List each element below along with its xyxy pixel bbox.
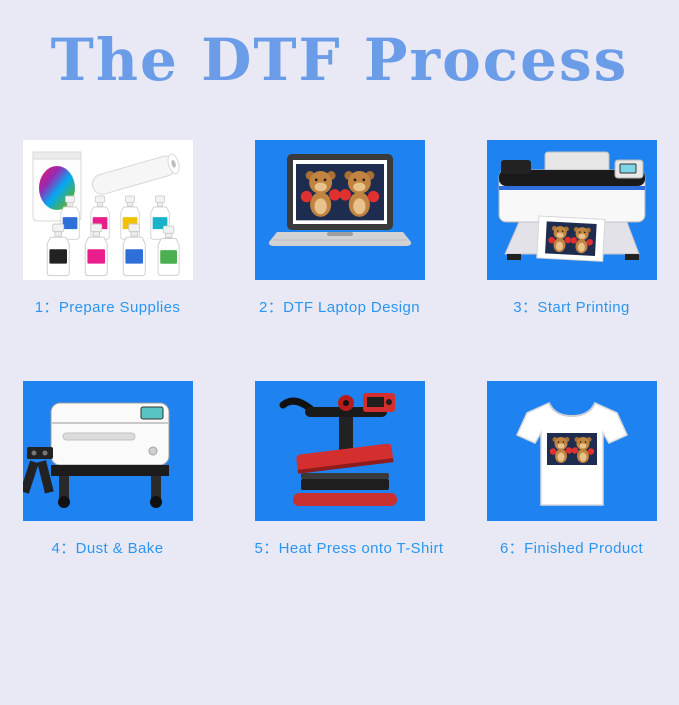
step-1: 1：Prepare Supplies [22,140,193,317]
step-3-caption: 3：Start Printing [513,299,630,316]
step-1-caption: 1：Prepare Supplies [34,299,181,316]
step-3: 3：Start Printing [486,140,657,317]
step-4: 4：Dust & Bake [22,381,193,558]
step-1-tile [22,140,193,280]
step-2: 2：DTF Laptop Design [254,140,425,317]
step-4-caption: 4：Dust & Bake [51,540,164,557]
step-3-tile [486,140,657,280]
step-4-tile [22,381,193,521]
step-6-tile [486,381,657,521]
laptop-design-icon [268,154,411,246]
dtf-printer-icon [498,151,645,262]
step-2-tile [254,140,425,280]
step-5-caption: 5：Heat Press onto T-Shirt [254,540,444,557]
process-grid: 1：Prepare Supplies 2：DTF Laptop Design [0,140,679,558]
powder-shaker-oven-icon [22,402,169,508]
step-5-tile [254,381,425,521]
printed-tshirt-icon [515,402,628,506]
dtf-supplies-icon [32,151,180,277]
page-title: The DTF Process [50,26,629,94]
step-5: 5：Heat Press onto T-Shirt [254,381,444,558]
step-6: 6：Finished Product [486,381,657,558]
heat-press-icon [279,393,397,506]
step-6-caption: 6：Finished Product [499,540,644,557]
step-2-caption: 2：DTF Laptop Design [258,299,420,316]
